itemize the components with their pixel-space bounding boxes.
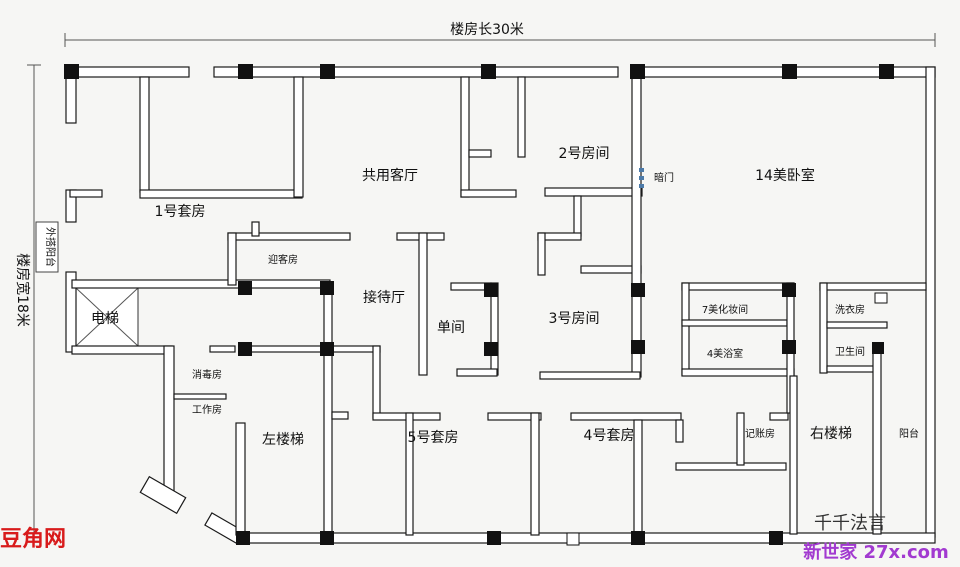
label-elevator: 电梯 (91, 311, 119, 327)
hidden-door (639, 168, 644, 188)
label-suite4: 4号套房 (584, 428, 635, 444)
watermark-right: 新世家 27x.com (803, 541, 949, 563)
room-labels: 1号套房 共用客厅 2号房间 暗门 14美卧室 迎客房 接待厅 单间 3号房间 … (91, 146, 919, 448)
label-right-stairs: 右楼梯 (810, 426, 852, 442)
balcony-left-label: 外搭阳台 (44, 227, 57, 267)
label-wc: 卫生间 (835, 345, 865, 358)
label-single: 单间 (437, 320, 465, 336)
length-label: 楼房长30米 (450, 22, 524, 38)
label-laundry: 洗衣房 (835, 303, 865, 316)
label-suite1: 1号套房 (155, 204, 206, 220)
length-dimension: 楼房长30米 (64, 22, 936, 47)
label-bath: 4美浴室 (707, 347, 743, 360)
watermark-brand: 千千法言 (814, 513, 886, 534)
walls (65, 66, 936, 544)
columns (64, 64, 894, 546)
label-bedroom14: 14美卧室 (755, 167, 815, 184)
label-balcony: 阳台 (899, 427, 919, 440)
width-dimension: 楼房宽18米 (14, 64, 41, 535)
label-disinfect: 消毒房 (192, 368, 222, 381)
label-accounting: 记账房 (745, 427, 775, 440)
label-suite5: 5号套房 (408, 430, 459, 446)
watermark-left: 豆角网 (0, 526, 66, 552)
label-work: 工作房 (192, 403, 222, 416)
label-left-stairs: 左楼梯 (262, 432, 304, 448)
label-room2: 2号房间 (559, 146, 610, 162)
width-label: 楼房宽18米 (14, 253, 31, 327)
label-living: 共用客厅 (362, 167, 418, 184)
label-makeup: 7美化妆间 (702, 303, 748, 316)
label-room3: 3号房间 (549, 311, 600, 327)
balcony-left-box (35, 221, 59, 273)
label-reception: 迎客房 (268, 253, 298, 266)
label-waiting: 接待厅 (363, 289, 405, 306)
label-dark-door: 暗门 (654, 171, 674, 184)
